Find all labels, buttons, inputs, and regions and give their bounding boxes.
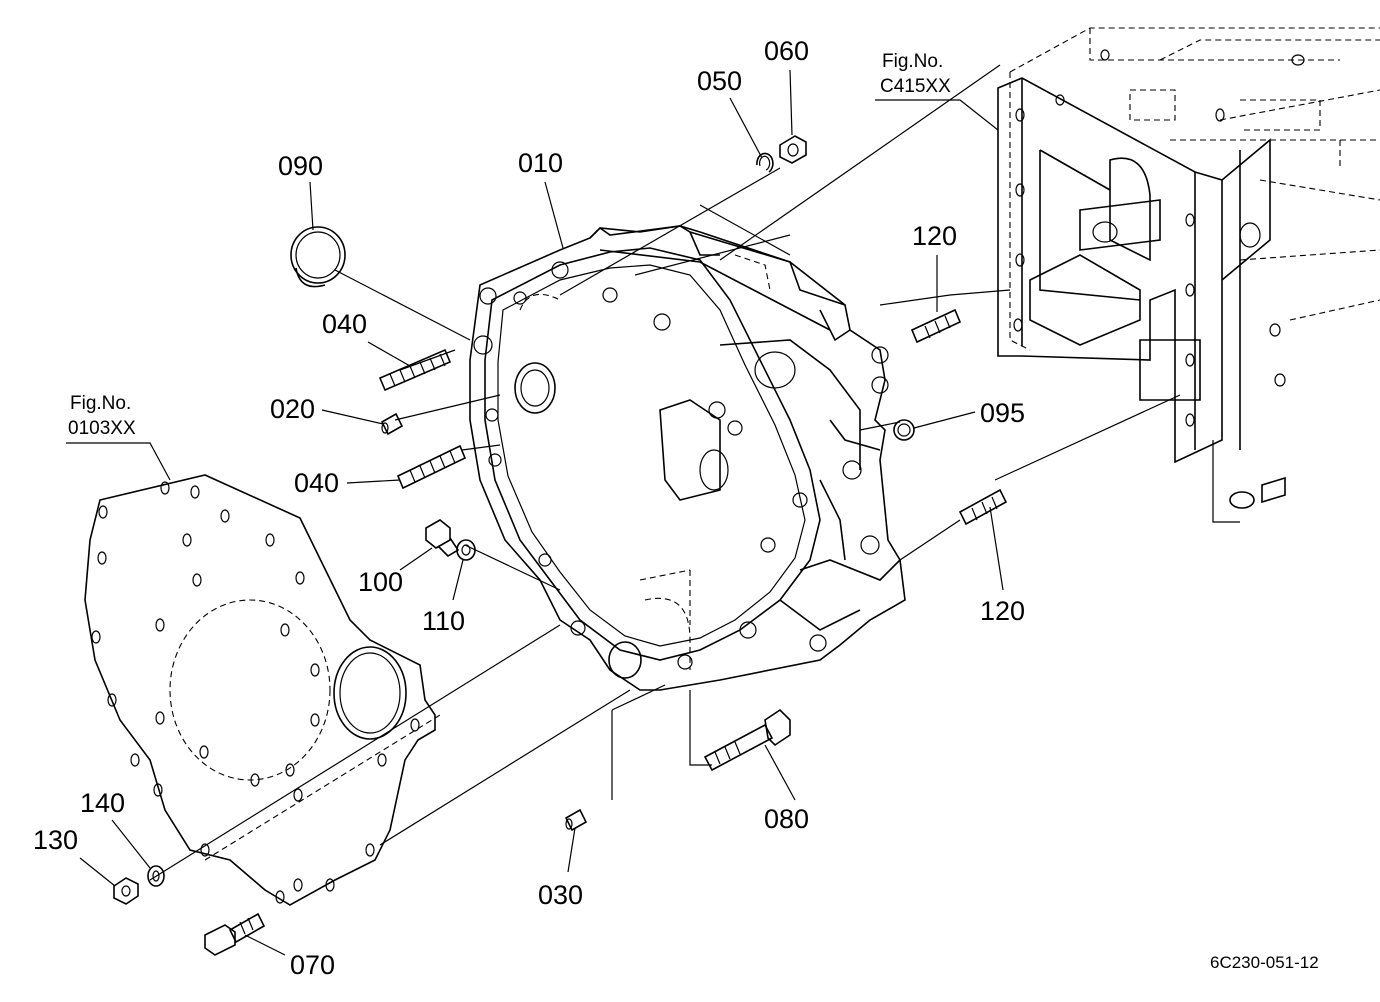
label-095: 095	[980, 398, 1025, 428]
part-labels: 010 020 030 040 040 050 060 070 080 090 …	[33, 36, 1025, 980]
label-140: 140	[80, 788, 125, 818]
part-090-plug-cap	[290, 226, 346, 288]
figure-reference-left: Fig.No. 0103XX	[68, 393, 136, 439]
label-080: 080	[764, 804, 809, 834]
label-030: 030	[538, 880, 583, 910]
part-120-stud-lower	[958, 488, 1008, 526]
part-120-stud-upper	[910, 308, 962, 344]
part-140-lock-washer	[147, 865, 165, 887]
frame-assembly-reference	[997, 27, 1380, 523]
label-130: 130	[33, 825, 78, 855]
label-110: 110	[422, 606, 465, 636]
label-060: 060	[764, 36, 809, 66]
part-070-bolt	[204, 912, 266, 956]
label-100: 100	[358, 567, 403, 597]
fig-ref-left-line1: Fig.No.	[70, 393, 131, 414]
drawing-code: 6C230-051-12	[1210, 953, 1319, 972]
part-100-drain-plug	[425, 519, 460, 558]
engine-plate	[84, 474, 436, 906]
label-040-upper: 040	[322, 309, 367, 339]
part-050-lock-washer	[756, 152, 774, 173]
part-110-gasket	[456, 539, 476, 561]
clutch-housing	[469, 225, 906, 691]
part-130-nut	[113, 877, 139, 905]
fig-ref-right-line2: C415XX	[880, 76, 951, 97]
figure-reference-right: Fig.No. C415XX	[880, 51, 951, 97]
part-030-dowel-pin	[564, 808, 588, 832]
label-050: 050	[697, 66, 742, 96]
label-090: 090	[278, 151, 323, 181]
assembly-lines	[149, 64, 1181, 881]
part-020-dowel-pin	[380, 412, 404, 436]
label-120-upper: 120	[912, 221, 957, 251]
callout-leaders	[66, 69, 1004, 956]
part-060-nut	[779, 135, 807, 164]
part-040-stud-lower	[396, 444, 467, 490]
label-040-lower: 040	[294, 468, 339, 498]
label-010: 010	[518, 148, 563, 178]
label-070: 070	[290, 950, 335, 980]
part-080-bolt	[703, 708, 791, 772]
fig-ref-left-line2: 0103XX	[68, 418, 136, 439]
part-040-stud-upper	[378, 348, 452, 392]
fig-ref-right-line1: Fig.No.	[882, 51, 943, 72]
part-095-o-ring	[893, 419, 915, 441]
label-120-lower: 120	[980, 596, 1025, 626]
label-020: 020	[270, 394, 315, 424]
